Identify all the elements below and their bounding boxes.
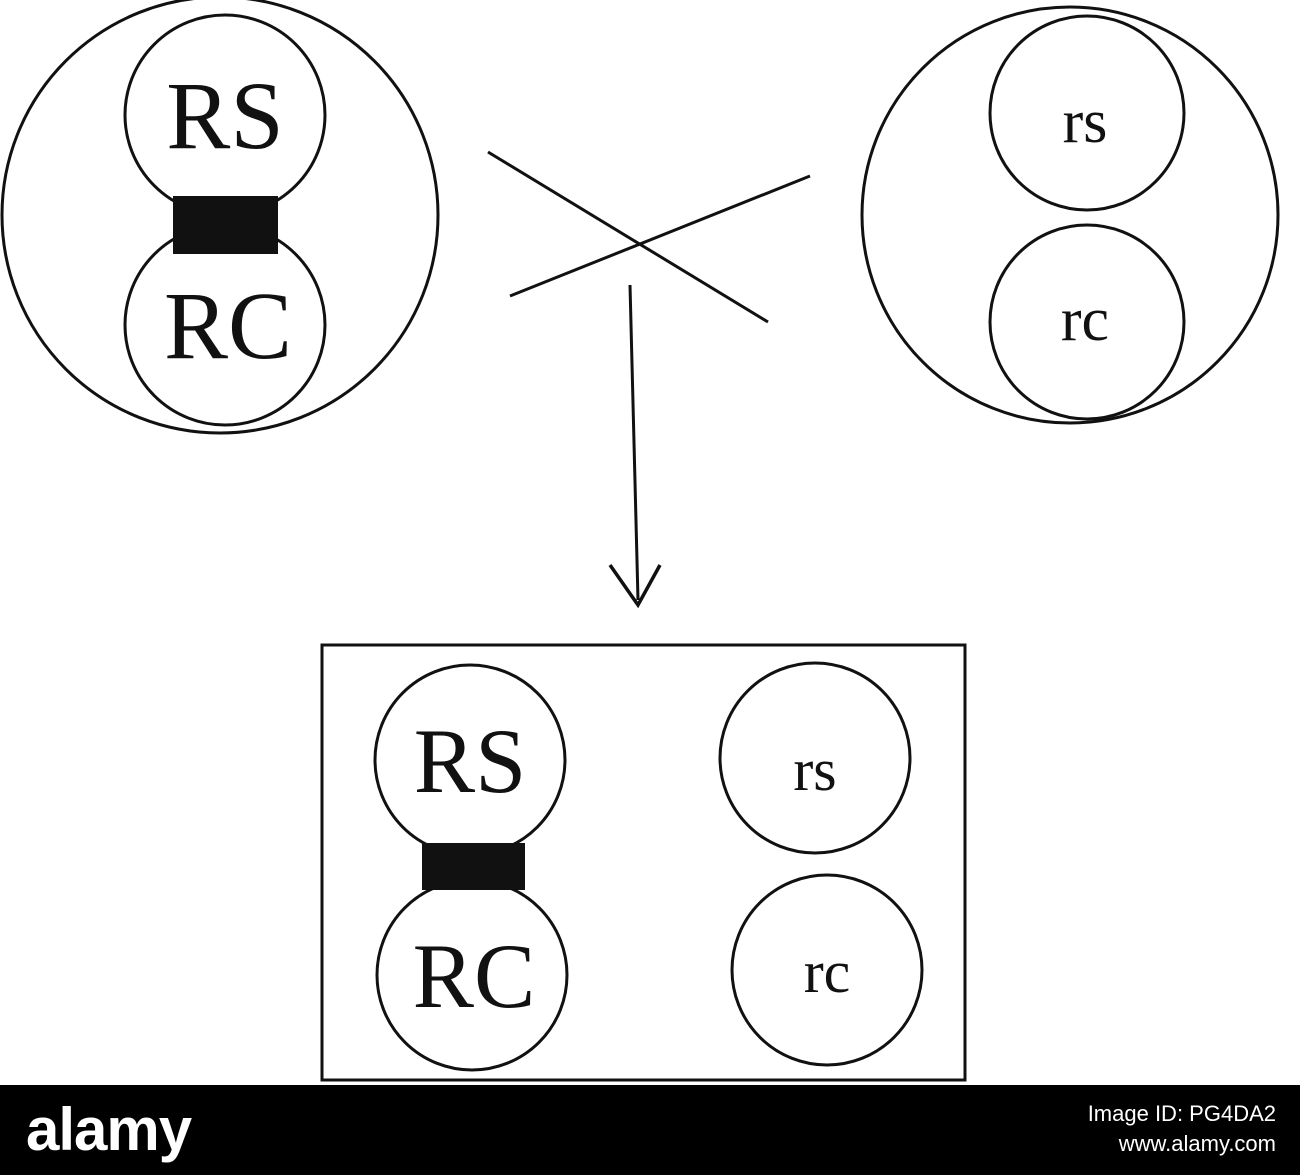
parent-left-cell: RS RC (0, 0, 440, 435)
offspring-linked-bottom-label: RC (413, 925, 536, 1027)
site-url: www.alamy.com (1118, 1131, 1276, 1156)
offspring-free-top-circle (718, 661, 912, 855)
arrow-shaft (628, 284, 640, 601)
parent-right-bottom-circle (988, 223, 1186, 421)
alamy-logo: alamy (26, 1096, 192, 1163)
parent-right-bottom-label: rc (1061, 286, 1109, 354)
parent-right-top-circle (988, 14, 1186, 212)
arrow-head (608, 563, 662, 609)
cross-line-2 (509, 174, 811, 298)
offspring-free-bottom-label: rc (804, 939, 851, 1005)
genetic-cross-diagram: RS RC rs rc RS RC (0, 0, 1280, 1082)
watermark-footer: alamy Image ID: PG4DA2 www.alamy.com (0, 1085, 1300, 1175)
offspring-free-bottom-circle (730, 873, 924, 1067)
image-id-label: Image ID: PG4DA2 (1087, 1101, 1276, 1126)
cross-line-1 (487, 150, 769, 324)
offspring-linked-top-label: RS (414, 710, 527, 812)
parent-right-top-label: rs (1063, 88, 1108, 156)
offspring-box-frame (320, 643, 967, 1082)
parent-left-outer-circle (0, 0, 440, 435)
offspring-linkage-bar (422, 843, 525, 890)
footer-meta: Image ID: PG4DA2 www.alamy.com (1088, 1099, 1276, 1159)
down-arrow-icon (608, 284, 662, 609)
parent-left-bottom-label: RC (164, 272, 292, 379)
parent-left-top-label: RS (166, 62, 283, 169)
parent-right-cell: rs rc (860, 5, 1280, 425)
offspring-free-top-label: rs (793, 737, 836, 803)
parent-left-linkage-bar (173, 196, 278, 254)
cross-symbol (487, 150, 811, 324)
offspring-box: RS RC rs rc (320, 643, 967, 1082)
parent-right-outer-circle (860, 5, 1280, 425)
